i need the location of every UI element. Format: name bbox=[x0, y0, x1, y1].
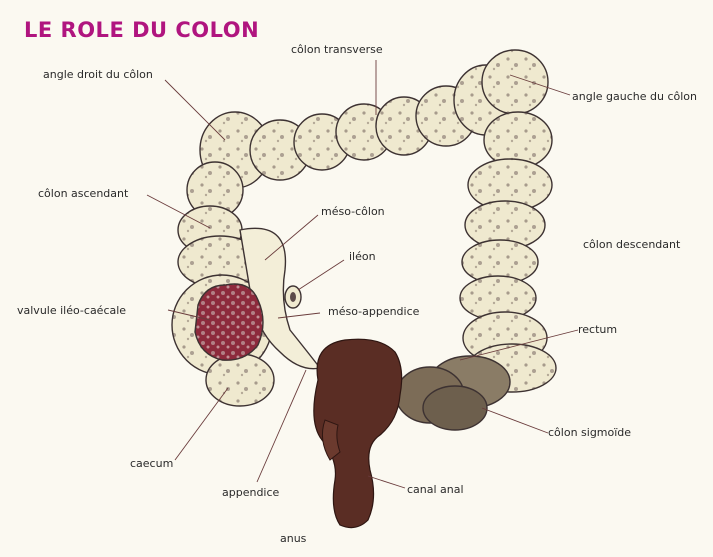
label-appendice: appendice bbox=[222, 486, 279, 499]
label-anus: anus bbox=[280, 532, 306, 545]
label-colon-transverse: côlon transverse bbox=[291, 43, 383, 56]
label-colon-ascendant: côlon ascendant bbox=[38, 187, 128, 200]
label-canal-anal: canal anal bbox=[407, 483, 464, 496]
label-colon-sigmoide: côlon sigmoïde bbox=[548, 426, 631, 439]
label-angle-gauche: angle gauche du côlon bbox=[572, 90, 697, 103]
label-colon-descendant: côlon descendant bbox=[583, 238, 680, 251]
label-ileon: iléon bbox=[349, 250, 376, 263]
label-angle-droit: angle droit du côlon bbox=[43, 68, 153, 81]
label-meso-appendice: méso-appendice bbox=[328, 305, 419, 318]
label-caecum: caecum bbox=[130, 457, 173, 470]
label-meso-colon: méso-côlon bbox=[321, 205, 385, 218]
label-valvule: valvule iléo-caécale bbox=[17, 304, 126, 317]
valvule-ileo-caecale bbox=[195, 284, 263, 360]
label-rectum: rectum bbox=[578, 323, 617, 336]
